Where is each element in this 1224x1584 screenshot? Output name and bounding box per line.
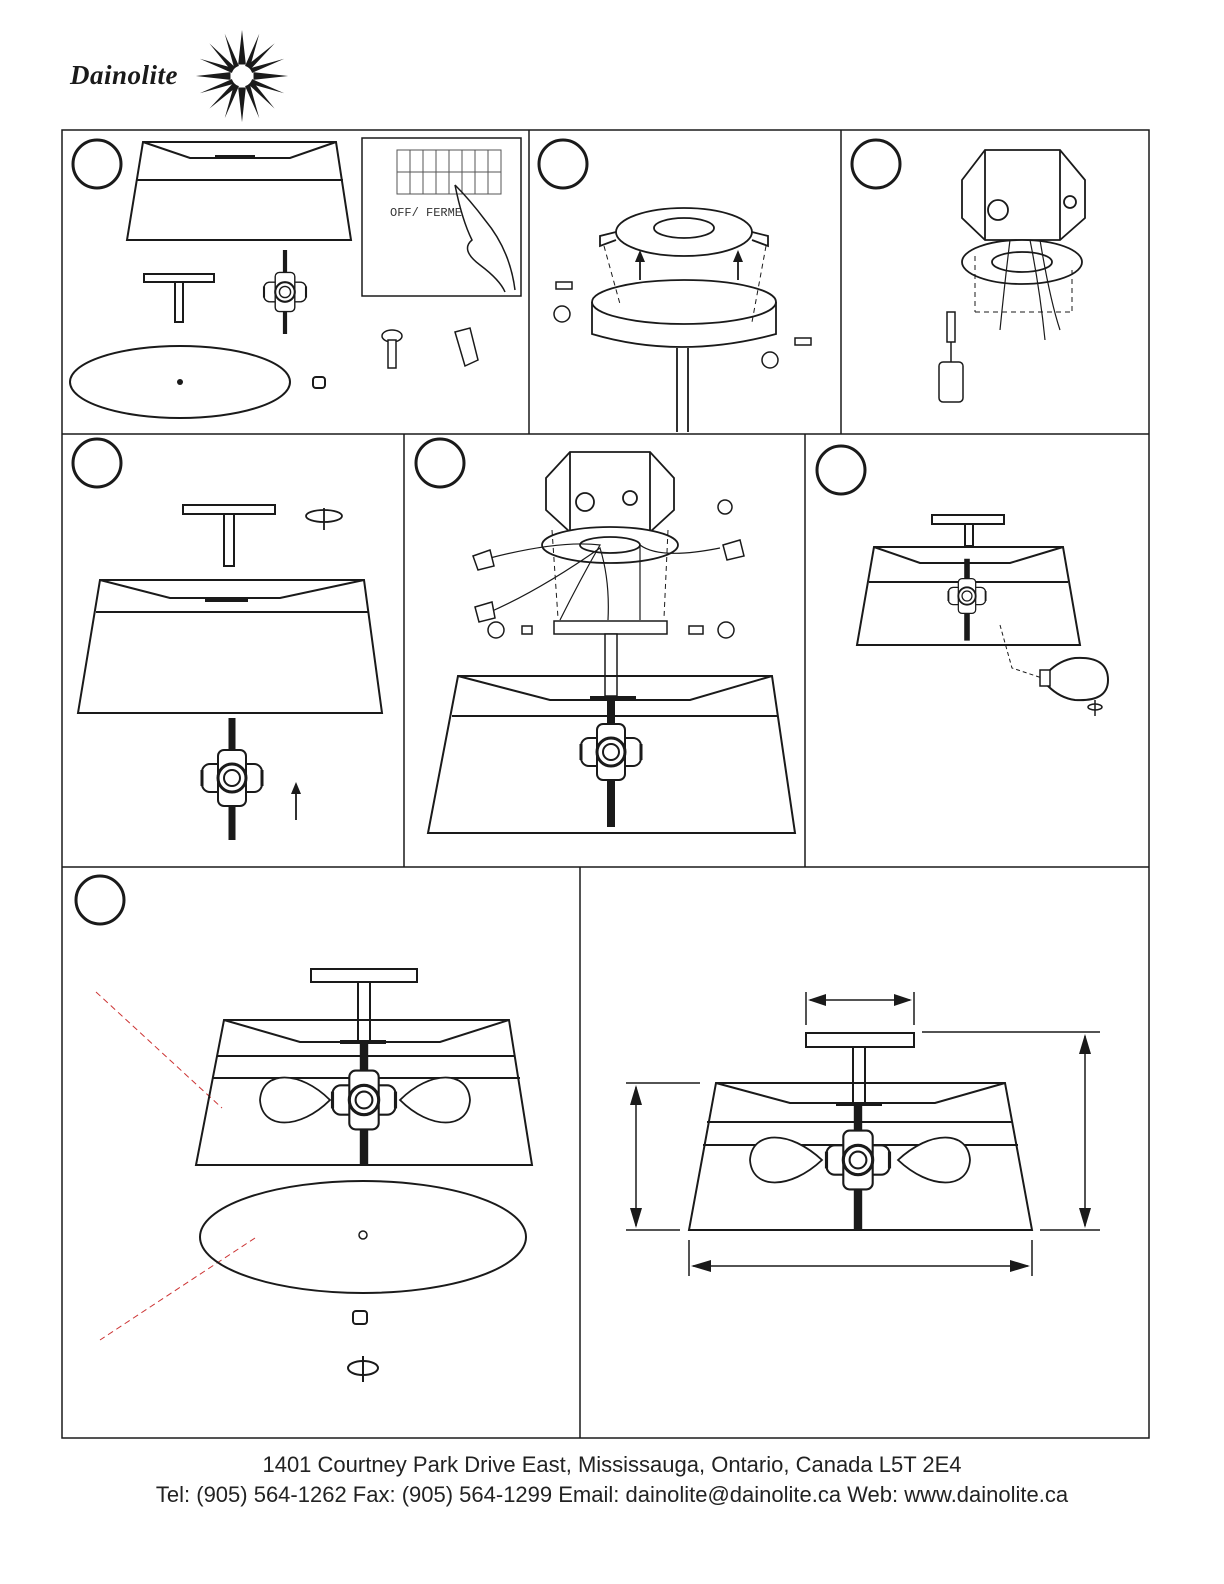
footer-address: 1401 Courtney Park Drive East, Mississau… — [0, 1452, 1224, 1478]
footer-contact: Tel: (905) 564-1262 Fax: (905) 564-1299 … — [0, 1482, 1224, 1508]
step-7-panel — [76, 876, 532, 1382]
step-4-panel — [73, 439, 382, 840]
step-5-panel — [416, 439, 795, 833]
step-6-panel — [817, 446, 1108, 716]
off-ferme-label: OFF/ FERME — [390, 206, 462, 220]
step-3-panel — [852, 140, 1085, 402]
step-2-panel — [539, 140, 811, 432]
dimensions-diagram-panel — [626, 992, 1100, 1276]
step-1-panel: OFF/ FERME — [70, 138, 521, 418]
